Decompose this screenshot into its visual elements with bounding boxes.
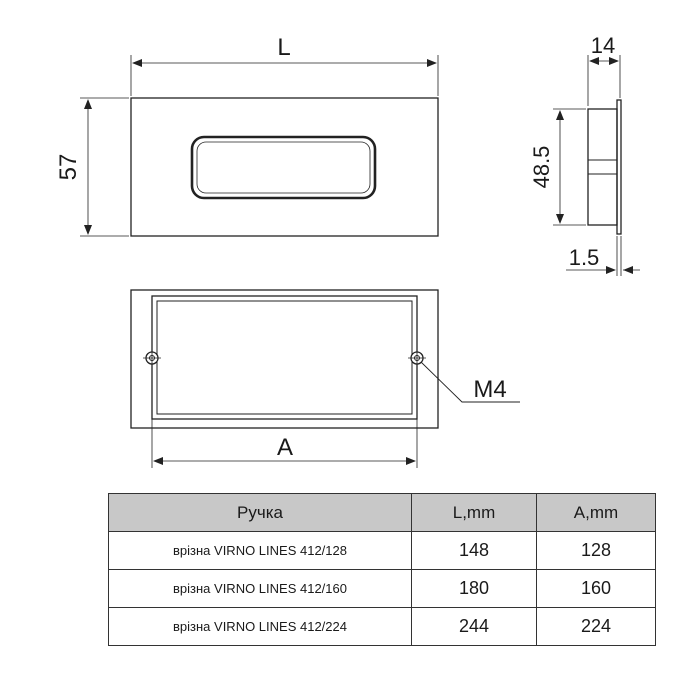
front-view	[80, 55, 439, 237]
depth-label: 14	[591, 33, 615, 58]
row-length: 148	[411, 531, 537, 570]
flange-label: 1.5	[569, 245, 600, 270]
side-body	[587, 108, 618, 226]
back-view	[130, 289, 520, 468]
back-body-inner	[156, 300, 413, 415]
front-plate	[130, 97, 439, 237]
table-row: врізна VIRNO LINES 412/160 180 160	[108, 569, 656, 608]
header-length: L,mm	[411, 493, 537, 532]
row-length: 244	[411, 607, 537, 646]
header-spacing: A,mm	[536, 493, 656, 532]
row-name: врізна VIRNO LINES 412/224	[108, 607, 412, 646]
flange-arrow-right	[623, 266, 633, 274]
screw-boss-right	[408, 349, 426, 367]
side-view	[553, 55, 640, 276]
front-recess	[190, 135, 377, 200]
screw-label: M4	[473, 376, 506, 403]
row-length: 180	[411, 569, 537, 608]
table-row: врізна VIRNO LINES 412/128 148 128	[108, 531, 656, 570]
row-name: врізна VIRNO LINES 412/128	[108, 531, 412, 570]
header-handle: Ручка	[108, 493, 412, 532]
row-spacing: 224	[536, 607, 656, 646]
row-spacing: 160	[536, 569, 656, 608]
table-header-row: Ручка L,mm A,mm	[108, 493, 656, 532]
side-flange	[616, 99, 622, 235]
technical-drawing: L 57 14 48.5 1.5	[55, 33, 640, 468]
spacing-label: A	[277, 434, 293, 461]
table-row: врізна VIRNO LINES 412/224 244 224	[108, 607, 656, 646]
screw-boss-left	[143, 349, 161, 367]
spec-table: Ручка L,mm A,mm врізна VIRNO LINES 412/1…	[108, 493, 656, 646]
height-label: 57	[55, 154, 82, 181]
back-plate	[130, 289, 439, 429]
back-body-outer	[151, 295, 418, 420]
width-label: L	[277, 34, 290, 61]
front-recess-inner	[196, 141, 371, 194]
screw-leader	[420, 361, 520, 403]
row-spacing: 128	[536, 531, 656, 570]
row-name: врізна VIRNO LINES 412/160	[108, 569, 412, 608]
inner-height-label: 48.5	[529, 146, 554, 189]
